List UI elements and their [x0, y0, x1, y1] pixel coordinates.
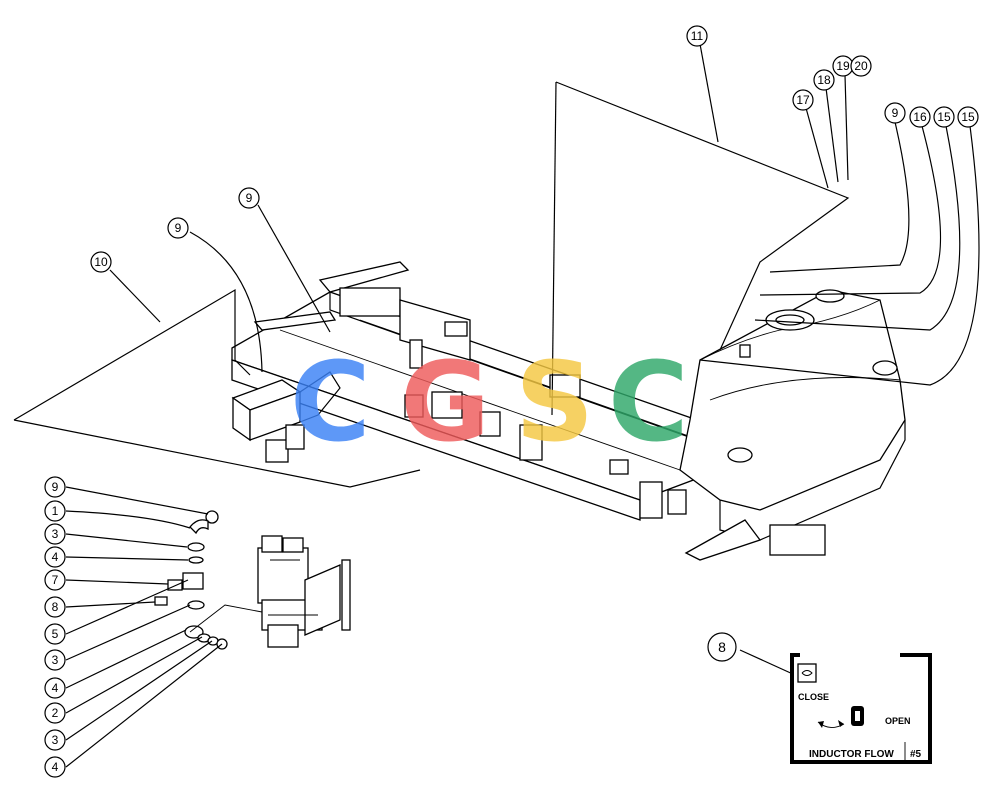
decal-title: INDUCTOR FLOW [809, 749, 894, 760]
watermark-letter-s: S [515, 338, 594, 466]
frame-brackets [404, 339, 687, 519]
svg-text:4: 4 [52, 550, 59, 564]
watermark-letter-g: G [400, 338, 490, 466]
callout-15-a: 15 [933, 106, 955, 128]
callout-15-b: 15 [957, 106, 979, 128]
leader-lines [13, 43, 980, 768]
svg-text:9: 9 [175, 221, 182, 235]
callout-9-a: 9 [167, 217, 189, 239]
decal-close-label: CLOSE [798, 692, 829, 702]
watermark-letter-c1: C [290, 338, 371, 466]
decal-number: #5 [910, 749, 922, 760]
callout-2: 2 [44, 702, 66, 724]
svg-text:2: 2 [52, 706, 59, 720]
inductor-flow-decal: CLOSE OPEN INDUCTOR FLOW #5 [790, 653, 932, 764]
callout-20: 20 [850, 55, 872, 77]
callout-3-c: 3 [44, 729, 66, 751]
svg-text:9: 9 [892, 106, 899, 120]
svg-text:9: 9 [246, 191, 253, 205]
svg-text:1: 1 [52, 504, 59, 518]
svg-text:8: 8 [718, 639, 726, 655]
callout-1: 1 [44, 500, 66, 522]
svg-text:4: 4 [52, 760, 59, 774]
valve-stack [154, 510, 263, 650]
callout-5: 5 [44, 623, 66, 645]
svg-text:15: 15 [961, 110, 975, 124]
svg-text:18: 18 [817, 73, 831, 87]
watermark-letter-c2: C [608, 338, 689, 466]
svg-text:5: 5 [52, 627, 59, 641]
callout-10: 10 [90, 251, 112, 273]
callout-4-b: 4 [44, 677, 66, 699]
callout-4-c: 4 [44, 756, 66, 778]
svg-text:7: 7 [52, 573, 59, 587]
svg-text:3: 3 [52, 653, 59, 667]
callout-4-a: 4 [44, 546, 66, 568]
pump-box [231, 371, 341, 463]
chemical-tank [679, 289, 906, 561]
svg-text:11: 11 [691, 29, 704, 43]
svg-text:3: 3 [52, 527, 59, 541]
watermark: C G S C [290, 338, 689, 466]
decal-open-label: OPEN [885, 716, 911, 726]
svg-text:8: 8 [52, 600, 59, 614]
callout-3-a: 3 [44, 523, 66, 545]
callout-19: 19 [832, 55, 854, 77]
svg-text:20: 20 [854, 59, 868, 73]
callout-8-small: 8 [44, 596, 66, 618]
close-symbol-icon [797, 663, 817, 683]
callout-9-c: 9 [884, 102, 906, 124]
callout-11: 11 [686, 25, 708, 47]
callout-8-decal: 8 [707, 632, 737, 662]
callout-16: 16 [909, 106, 931, 128]
svg-text:17: 17 [796, 93, 810, 107]
chassis-frame [231, 291, 721, 521]
callouts: 9 1 3 4 7 8 5 3 4 2 3 4 10 9 9 11 17 18 … [44, 25, 979, 778]
callout-7: 7 [44, 569, 66, 591]
svg-text:3: 3 [52, 733, 59, 747]
svg-text:4: 4 [52, 681, 59, 695]
svg-text:16: 16 [913, 110, 927, 124]
svg-text:15: 15 [937, 110, 951, 124]
callout-17: 17 [792, 89, 814, 111]
svg-text:9: 9 [52, 480, 59, 494]
callout-3-b: 3 [44, 649, 66, 671]
callout-18: 18 [813, 69, 835, 91]
callout-9-b: 9 [238, 187, 260, 209]
callout-9-left: 9 [44, 476, 66, 498]
inductor-mount [257, 535, 351, 648]
svg-text:19: 19 [836, 59, 850, 73]
svg-text:10: 10 [94, 255, 108, 269]
